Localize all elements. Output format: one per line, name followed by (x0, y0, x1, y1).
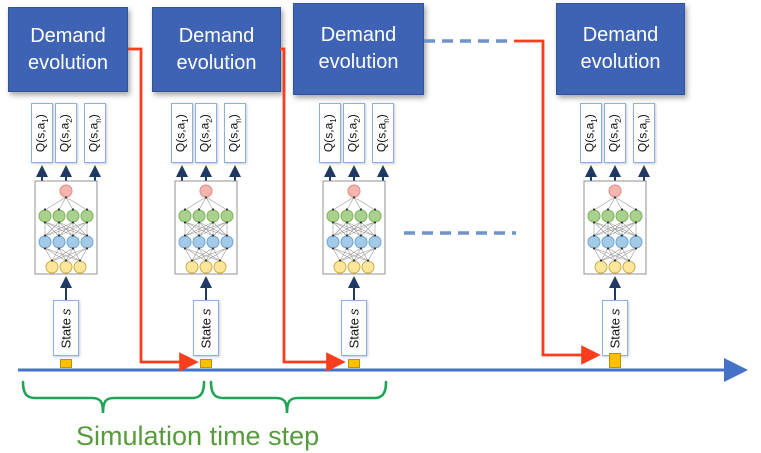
q-value-label: Q(s,an) (635, 114, 653, 152)
state-box: States (193, 300, 219, 356)
demand-evolution-label: Demand evolution (176, 24, 257, 74)
red-feedback-line-3 (514, 39, 601, 365)
q-value-box-an: Q(s,an) (84, 103, 106, 163)
q-value-box-a1: Q(s,a1) (171, 103, 193, 163)
neural-network-icon (28, 161, 104, 303)
state-label: States (346, 308, 362, 348)
q-value-box-a1: Q(s,a1) (580, 103, 602, 163)
demand-evolution-box: Demand evolution (8, 7, 128, 92)
q-value-label: Q(s,a2) (606, 114, 624, 152)
q-value-box-an: Q(s,an) (224, 103, 246, 163)
q-value-box-a1: Q(s,a1) (31, 103, 53, 163)
red-feedback-line-2 (280, 47, 346, 372)
demand-evolution-box: Demand evolution (152, 7, 281, 92)
q-value-label: Q(s,a2) (57, 114, 75, 152)
q-value-label: Q(s,a2) (197, 114, 215, 152)
neural-network-icon (577, 161, 653, 303)
q-value-box-a2: Q(s,a2) (604, 103, 626, 163)
demand-evolution-box: Demand evolution (293, 3, 424, 95)
q-value-label: Q(s,a1) (321, 114, 339, 152)
q-value-label: Q(s,a1) (173, 114, 191, 152)
curly-brace-2 (209, 380, 388, 414)
q-value-box-a2: Q(s,a2) (343, 103, 365, 163)
state-label: States (607, 308, 623, 348)
q-value-box-a2: Q(s,a2) (195, 103, 217, 163)
q-value-label: Q(s,a1) (582, 114, 600, 152)
demand-evolution-label: Demand evolution (318, 24, 399, 73)
demand-evolution-box: Demand evolution (556, 3, 685, 95)
q-value-box-an: Q(s,an) (372, 103, 394, 163)
state-box: States (53, 300, 79, 356)
q-value-label: Q(s,an) (226, 114, 244, 152)
q-value-label: Q(s,a1) (33, 114, 51, 152)
q-value-label: Q(s,a2) (345, 114, 363, 152)
demand-evolution-label: Demand evolution (580, 24, 661, 73)
simulation-time-step-label: Simulation time step (76, 421, 320, 451)
q-value-box-an: Q(s,an) (633, 103, 655, 163)
time-tick (60, 359, 72, 368)
time-tick (609, 353, 621, 368)
time-tick (200, 359, 212, 368)
state-box: States (341, 300, 367, 356)
q-value-label: Q(s,an) (86, 114, 104, 152)
state-label: States (58, 308, 74, 348)
q-value-label: Q(s,an) (374, 114, 392, 152)
q-value-box-a1: Q(s,a1) (319, 103, 341, 163)
q-value-box-a2: Q(s,a2) (55, 103, 77, 163)
curly-brace-1 (21, 380, 206, 414)
state-label: States (198, 308, 214, 348)
neural-network-icon (316, 161, 392, 303)
red-feedback-line-1 (128, 47, 199, 372)
demand-evolution-label: Demand evolution (27, 24, 109, 74)
state-box: States (602, 300, 628, 356)
neural-network-icon (168, 161, 244, 303)
time-tick (348, 359, 360, 368)
